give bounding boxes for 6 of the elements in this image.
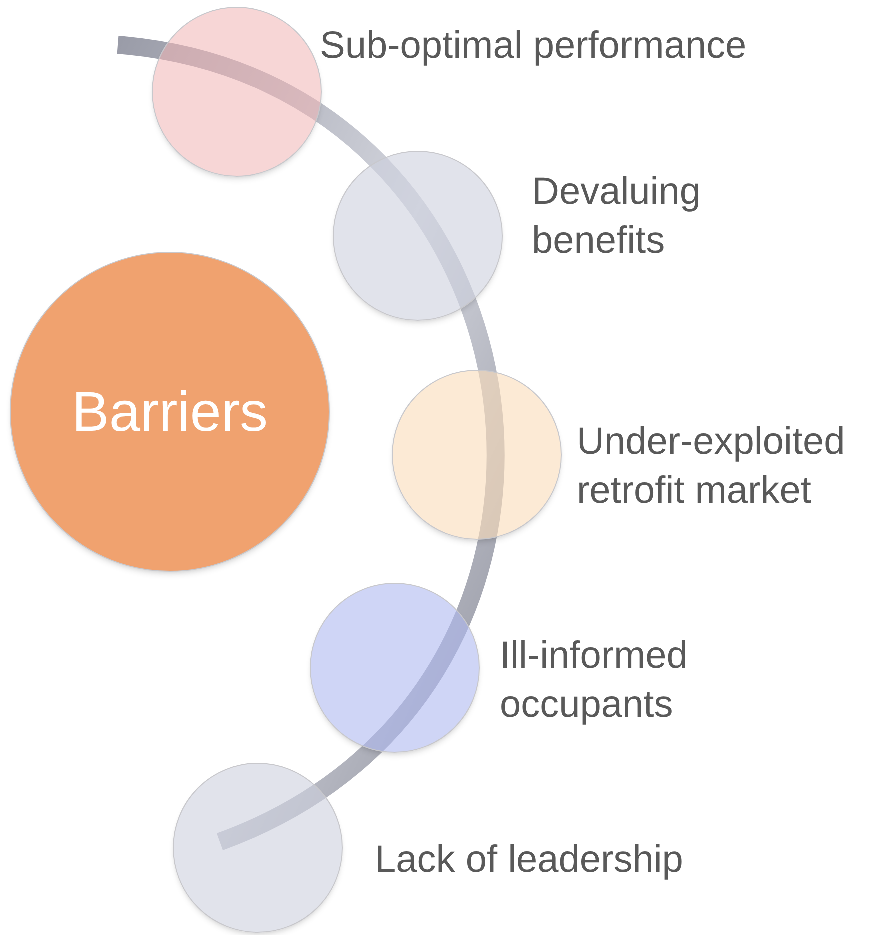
circle-label: Sub-optimal performance bbox=[320, 24, 748, 69]
circle-label: Devaluing benefits bbox=[532, 170, 702, 264]
circle-label: Under-exploited retrofit market bbox=[577, 420, 846, 514]
circle-label: Lack of leadership bbox=[375, 838, 684, 883]
title-text: Barriers bbox=[72, 384, 268, 440]
circle-label: Ill-informed occupants bbox=[500, 634, 689, 728]
